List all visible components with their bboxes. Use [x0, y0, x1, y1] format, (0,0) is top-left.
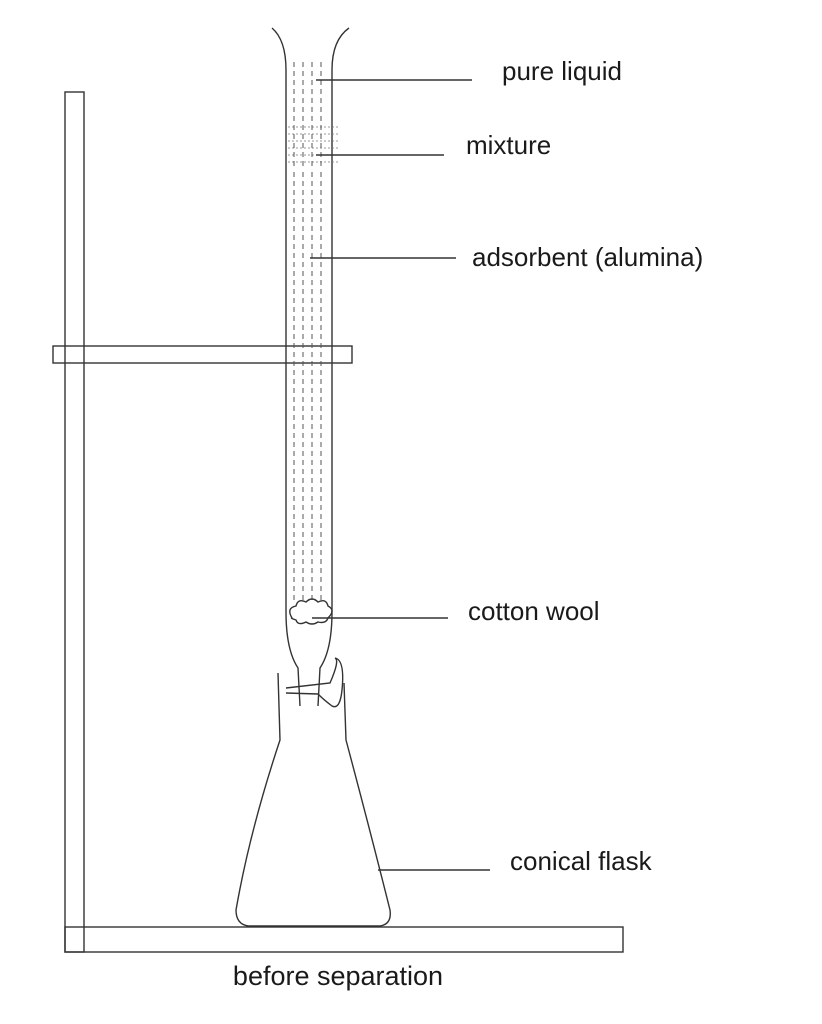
clamp-arm — [52, 345, 353, 364]
label-pure-liquid: pure liquid — [502, 56, 622, 86]
adsorbent-packing — [293, 172, 322, 600]
label-cotton-wool: cotton wool — [468, 596, 600, 626]
label-mixture: mixture — [466, 130, 551, 160]
column-right-wall — [317, 27, 350, 707]
column-left-wall — [271, 27, 301, 707]
retort-stand — [52, 91, 624, 953]
leader-lines — [310, 79, 490, 871]
stand-base — [64, 926, 624, 953]
mixture-band — [288, 125, 340, 168]
diagram-caption: before separation — [233, 961, 443, 991]
label-adsorbent: adsorbent (alumina) — [472, 242, 703, 272]
conical-flask-shape — [235, 672, 391, 927]
chromatography-column — [271, 27, 350, 708]
stopcock — [285, 657, 344, 708]
stand-rod — [64, 91, 85, 953]
cotton-wool-plug — [289, 598, 333, 625]
label-conical-flask: conical flask — [510, 846, 653, 876]
pure-liquid-layer — [293, 62, 322, 125]
